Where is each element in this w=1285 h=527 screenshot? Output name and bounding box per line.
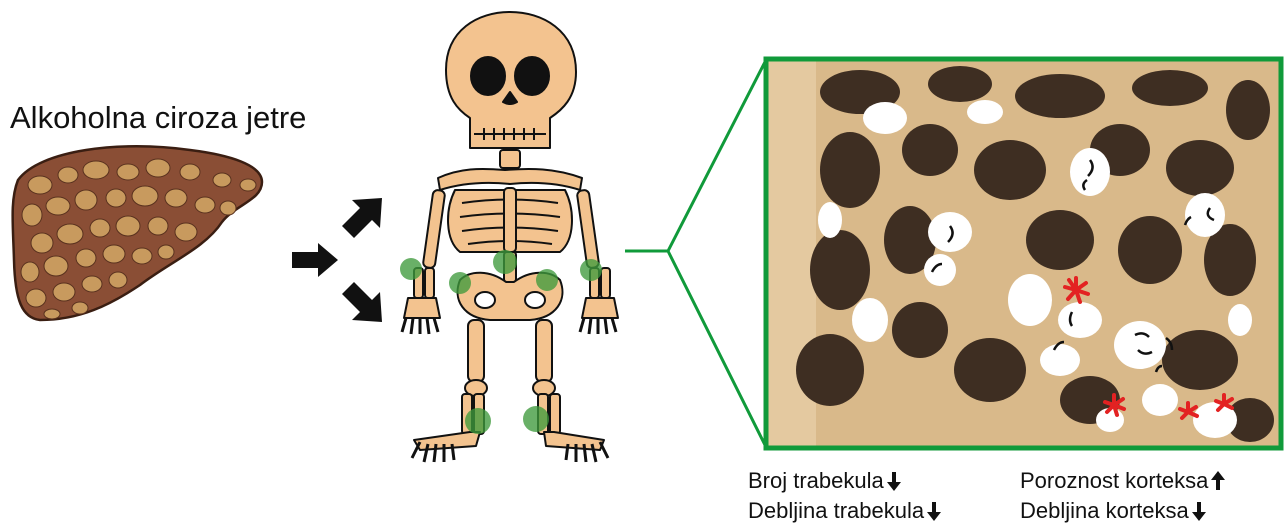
legend-item-cortex-thickness: Debljina korteksa xyxy=(1020,496,1226,526)
legend-trabecula: Broj trabekula Debljina trabekula xyxy=(748,466,942,526)
legend-text: Broj trabekula xyxy=(748,466,884,496)
legend-text: Debljina trabekula xyxy=(748,496,924,526)
arrow-down-icon xyxy=(886,470,902,492)
liver-title: Alkoholna ciroza jetre xyxy=(10,100,306,136)
cirrhotic-liver-illustration xyxy=(13,146,262,320)
legend-cortex: Poroznost korteksa Debljina korteksa xyxy=(1020,466,1226,526)
arrow-down-icon xyxy=(926,500,942,522)
arrow-up-icon xyxy=(1210,470,1226,492)
arrow-down-right-icon xyxy=(342,282,382,322)
zoom-connector-lines xyxy=(625,60,766,447)
skeleton-illustration xyxy=(400,12,618,462)
trabecular-bone-micrograph xyxy=(766,59,1281,448)
legend-text: Poroznost korteksa xyxy=(1020,466,1208,496)
arrow-right-icon xyxy=(292,243,338,277)
legend-item-trabecula-number: Broj trabekula xyxy=(748,466,942,496)
legend-item-trabecula-thickness: Debljina trabekula xyxy=(748,496,942,526)
arrows-liver-to-skeleton xyxy=(292,198,382,322)
arrow-down-icon xyxy=(1191,500,1207,522)
arrow-up-right-icon xyxy=(342,198,382,238)
legend-text: Debljina korteksa xyxy=(1020,496,1189,526)
legend-item-cortex-porosity: Poroznost korteksa xyxy=(1020,466,1226,496)
